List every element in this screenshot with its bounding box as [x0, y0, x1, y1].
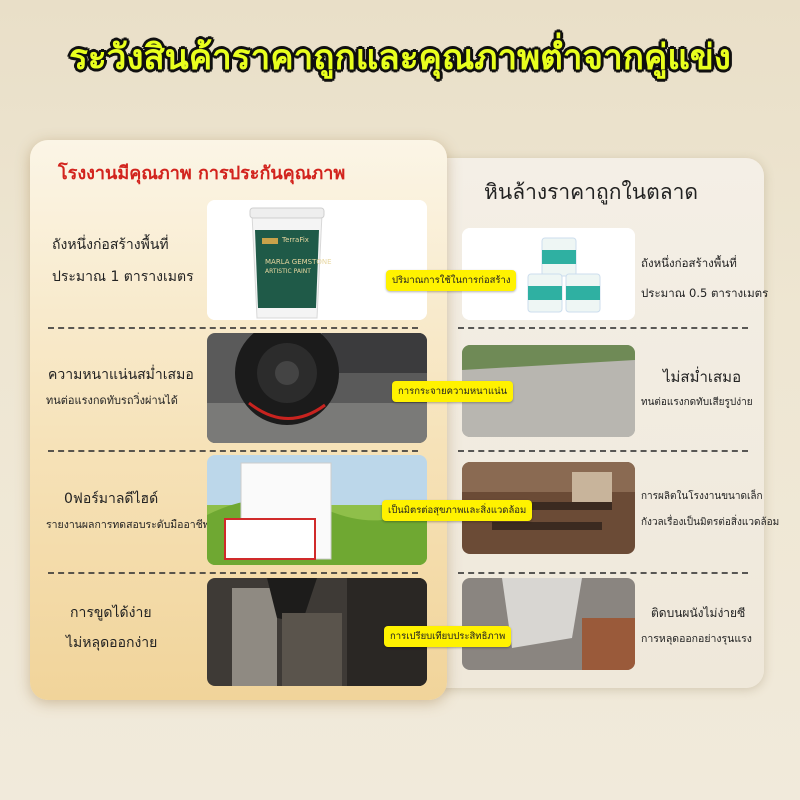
right-row-4-line2: การหลุดออกอย่างรุนแรง — [641, 633, 752, 645]
right-row-2-line2: ทนต่อแรงกดทับเสียรูปง่าย — [641, 397, 753, 408]
left-row-1-line1: ถังหนึ่งก่อสร้างพื้นที่ — [52, 237, 169, 253]
left-row-3-line2: รายงานผลการทดสอบระดับมืออาชีพ — [46, 519, 210, 531]
peeling-wall-photo — [462, 578, 635, 670]
right-row-1-line2: ประมาณ 0.5 ตารางเมตร — [641, 286, 769, 300]
left-divider-2 — [48, 450, 418, 452]
left-row-4-line2: ไม่หลุดออกง่าย — [66, 635, 158, 651]
tire-photo — [207, 333, 427, 443]
product-name: MARLA GEMSTONE — [265, 258, 332, 266]
left-row-2-line1: ความหนาแน่นสม่ำเสมอ — [48, 367, 194, 383]
right-divider-1 — [458, 327, 748, 329]
right-row-1-line1: ถังหนึ่งก่อสร้างพื้นที่ — [641, 256, 737, 270]
left-row-2: ความหนาแน่นสม่ำเสมอ ทนต่อแรงกดทับรถวิ่งผ… — [46, 362, 194, 414]
left-divider-1 — [48, 327, 418, 329]
left-row-2-line2: ทนต่อแรงกดทับรถวิ่งผ่านได้ — [46, 394, 178, 407]
right-row-4: ติดบนผนังไม่ง่ายซี การหลุดออกอย่างรุนแรง — [641, 600, 752, 652]
right-row-3-line2: กังวลเรื่องเป็นมิตรต่อสิ่งแวดล้อม — [641, 517, 780, 528]
comparison-pill-usage: ปริมาณการใช้ในการก่อสร้าง — [386, 270, 517, 291]
headline: ระวังสินค้าราคาถูกและคุณภาพต่ำจากคู่แข่ง — [69, 38, 731, 78]
quality-panel-title: โรงงานมีคุณภาพ การประกันคุณภาพ — [58, 163, 346, 184]
right-row-2-line1: ไม่สม่ำเสมอ — [663, 368, 742, 386]
comparison-pill-performance: การเปรียบเทียบประสิทธิภาพ — [384, 626, 512, 647]
small-buckets-photo — [462, 228, 635, 320]
left-row-1-line2: ประมาณ 1 ตารางเมตร — [52, 269, 194, 285]
product-sub: ARTISTIC PAINT — [265, 268, 311, 275]
competitor-panel-title: หินล้างราคาถูกในตลาด — [484, 180, 698, 204]
uneven-surface-photo — [462, 345, 635, 437]
left-row-4: การขูดได้ง่าย ไม่หลุดออกง่าย — [66, 600, 157, 656]
left-row-1: ถังหนึ่งก่อสร้างพื้นที่ ประมาณ 1 ตารางเม… — [52, 232, 194, 290]
right-row-4-line1: ติดบนผนังไม่ง่ายซี — [651, 606, 746, 620]
left-row-3: 0ฟอร์มาลดีไฮด์ รายงานผลการทดสอบระดับมืออ… — [46, 486, 210, 538]
formaldehyde-report-photo — [207, 455, 427, 565]
right-divider-2 — [458, 450, 748, 452]
right-row-3: การผลิตในโรงงานขนาดเล็ก กังวลเรื่องเป็นม… — [641, 484, 779, 536]
left-row-4-line1: การขูดได้ง่าย — [70, 605, 152, 621]
left-divider-3 — [48, 572, 418, 574]
comparison-pill-density: การกระจายความหนาแน่น — [392, 381, 514, 402]
comparison-pill-eco: เป็นมิตรต่อสุขภาพและสิ่งแวดล้อม — [382, 500, 533, 521]
right-divider-3 — [458, 572, 748, 574]
right-row-1: ถังหนึ่งก่อสร้างพื้นที่ ประมาณ 0.5 ตาราง… — [641, 250, 768, 306]
product-brand: TerraFix — [282, 236, 309, 244]
product-bucket-photo: TerraFix MARLA GEMSTONE ARTISTIC PAINT — [207, 200, 427, 320]
right-row-2: ไม่สม่ำเสมอ ทนต่อแรงกดทับเสียรูปง่าย — [641, 364, 753, 416]
left-row-3-line1: 0ฟอร์มาลดีไฮด์ — [64, 491, 159, 507]
right-row-3-line1: การผลิตในโรงงานขนาดเล็ก — [641, 491, 763, 502]
scrape-wall-photo — [207, 578, 427, 686]
